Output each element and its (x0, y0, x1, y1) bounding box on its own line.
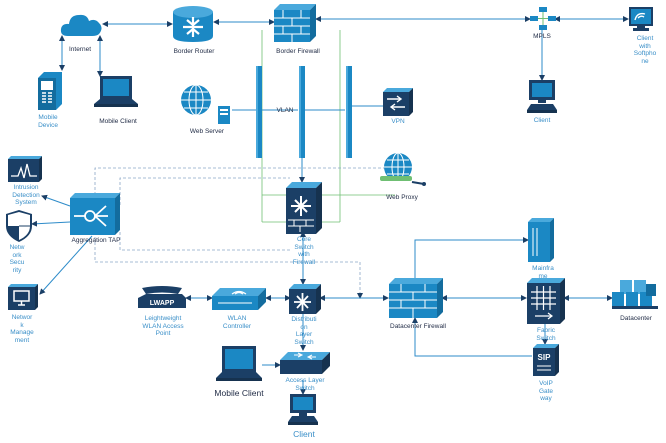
label-mobile-client-top: Mobile Client (99, 118, 137, 125)
label-datacenter: Datacenter (620, 315, 652, 322)
label-client-top: Client (533, 117, 551, 124)
label-border-firewall: Border Firewall (276, 48, 320, 55)
label-lightweight-ap: Leightweight WLAN Access Point (142, 315, 184, 337)
label-aggregation-tap: Aggregation TAP (71, 237, 121, 244)
desktop-client-icon[interactable] (527, 80, 557, 114)
router-icon[interactable] (171, 4, 215, 44)
dashed-link-4 (119, 232, 290, 251)
web-proxy-icon[interactable] (378, 152, 426, 188)
label-mainframe: Mainfra me (532, 265, 554, 280)
sip-icon-text: SIP (538, 353, 552, 362)
laptop-icon[interactable] (216, 346, 262, 384)
core-switch-firewall-icon[interactable] (286, 182, 322, 234)
intrusion-detection-icon[interactable] (8, 156, 42, 182)
wlan-controller-icon[interactable] (212, 288, 266, 310)
label-web-server: Web Server (189, 128, 225, 135)
label-network-security: Netw ork Secu rity (9, 244, 25, 274)
lwapp-icon-text: LWAPP (150, 300, 175, 307)
label-fabric-switch: Fabric Switch (536, 327, 556, 342)
mainframe-icon[interactable] (528, 218, 554, 262)
datacenter-icon[interactable] (612, 280, 658, 310)
label-client-softphone: Client with Softpho ne (633, 35, 657, 65)
label-intrusion-detection: Intrusion Detection System (12, 184, 40, 206)
mpls-hub-icon[interactable] (530, 7, 556, 31)
label-core-switch: Core Switch with Firewall (292, 236, 316, 266)
vlan-segment-2[interactable] (298, 66, 306, 158)
label-wlan-controller: WLAN Controller (222, 315, 252, 330)
datacenter-firewall-icon[interactable] (389, 278, 443, 318)
label-client-bottom: Client (293, 429, 315, 439)
link-dcfw-mainframe (414, 237, 529, 278)
label-web-proxy: Web Proxy (386, 194, 418, 201)
link-tap-ids (41, 194, 71, 207)
label-datacenter-firewall: Datacenter Firewall (390, 323, 446, 330)
label-internet: Internet (68, 46, 92, 53)
label-mobile-client-bottom: Mobile Client (214, 388, 264, 398)
voip-gateway-icon[interactable]: SIP (533, 344, 559, 376)
vlan-segment-1[interactable] (255, 66, 263, 158)
label-voip-gateway: VoIP Gate way (538, 380, 554, 402)
label-distribution-switch: Distributi on Layer Switch (291, 316, 317, 346)
dashed-link-2 (119, 177, 290, 205)
label-vpn: VPN (391, 118, 405, 125)
cloud-icon (60, 14, 102, 36)
distribution-switch-icon[interactable] (289, 284, 321, 314)
dashed-link-3 (94, 232, 363, 299)
vlan-segment-3[interactable] (345, 66, 353, 158)
aggregation-tap-icon[interactable] (70, 193, 120, 235)
label-mobile-device: Mobile Device (38, 114, 58, 129)
dashed-link-1 (94, 167, 390, 195)
link-dcfw-voip (412, 317, 532, 357)
link-tap-netsec (31, 220, 71, 227)
desktop-client-icon[interactable] (288, 394, 318, 426)
vpn-icon[interactable] (383, 88, 413, 116)
network-management-icon[interactable] (8, 284, 38, 310)
web-server-icon[interactable] (180, 84, 234, 126)
label-network-management: Networ k Manage ment (10, 314, 34, 344)
firewall-icon[interactable] (274, 4, 316, 44)
link-tap-mgmt (39, 235, 93, 295)
label-border-router: Border Router (173, 48, 215, 55)
shield-icon[interactable] (6, 210, 32, 242)
access-switch-icon[interactable] (280, 352, 330, 374)
mobile-device-icon[interactable] (38, 72, 62, 110)
label-vlan: VLAN (276, 107, 294, 114)
fabric-switch-icon[interactable] (527, 278, 565, 324)
label-access-switch: Access Layer Switch (285, 377, 325, 392)
softphone-client-icon[interactable] (628, 6, 654, 32)
laptop-icon[interactable] (94, 76, 138, 110)
label-mpls: MPLS (533, 33, 551, 40)
lightweight-ap-icon[interactable]: LWAPP (138, 286, 186, 312)
